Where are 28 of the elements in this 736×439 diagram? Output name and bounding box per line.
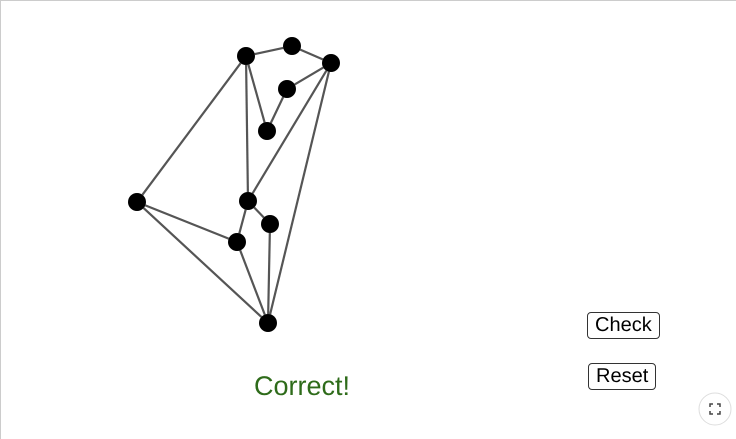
graph-vertex — [278, 80, 296, 98]
graph-vertex — [322, 54, 340, 72]
graph-edge — [144, 204, 230, 240]
graph-vertex — [237, 47, 255, 65]
graph-vertex — [128, 193, 146, 211]
graph-edge — [142, 62, 242, 196]
graph-edge — [239, 250, 266, 315]
graph-edge — [238, 209, 247, 234]
graph-edge — [269, 71, 330, 315]
graph-edge — [142, 207, 262, 318]
graph-vertex — [258, 122, 276, 140]
graph-vertex — [283, 37, 301, 55]
graph-edge — [270, 96, 284, 124]
graph-edge — [294, 66, 324, 86]
graph-vertex — [261, 215, 279, 233]
graph-edge — [252, 70, 328, 194]
graph-vertex — [228, 233, 246, 251]
graph-vertex — [239, 192, 257, 210]
graph-edge — [253, 206, 265, 218]
graph-edge — [300, 48, 324, 60]
status-message: Correct! — [254, 371, 350, 402]
graph-edge — [245, 64, 249, 192]
reset-button: Reset — [588, 363, 656, 390]
check-button: Check — [587, 312, 660, 339]
graph-edge — [254, 46, 284, 56]
graph-edge — [267, 232, 271, 314]
graph-edge — [247, 64, 266, 123]
graph-vertex — [259, 314, 277, 332]
